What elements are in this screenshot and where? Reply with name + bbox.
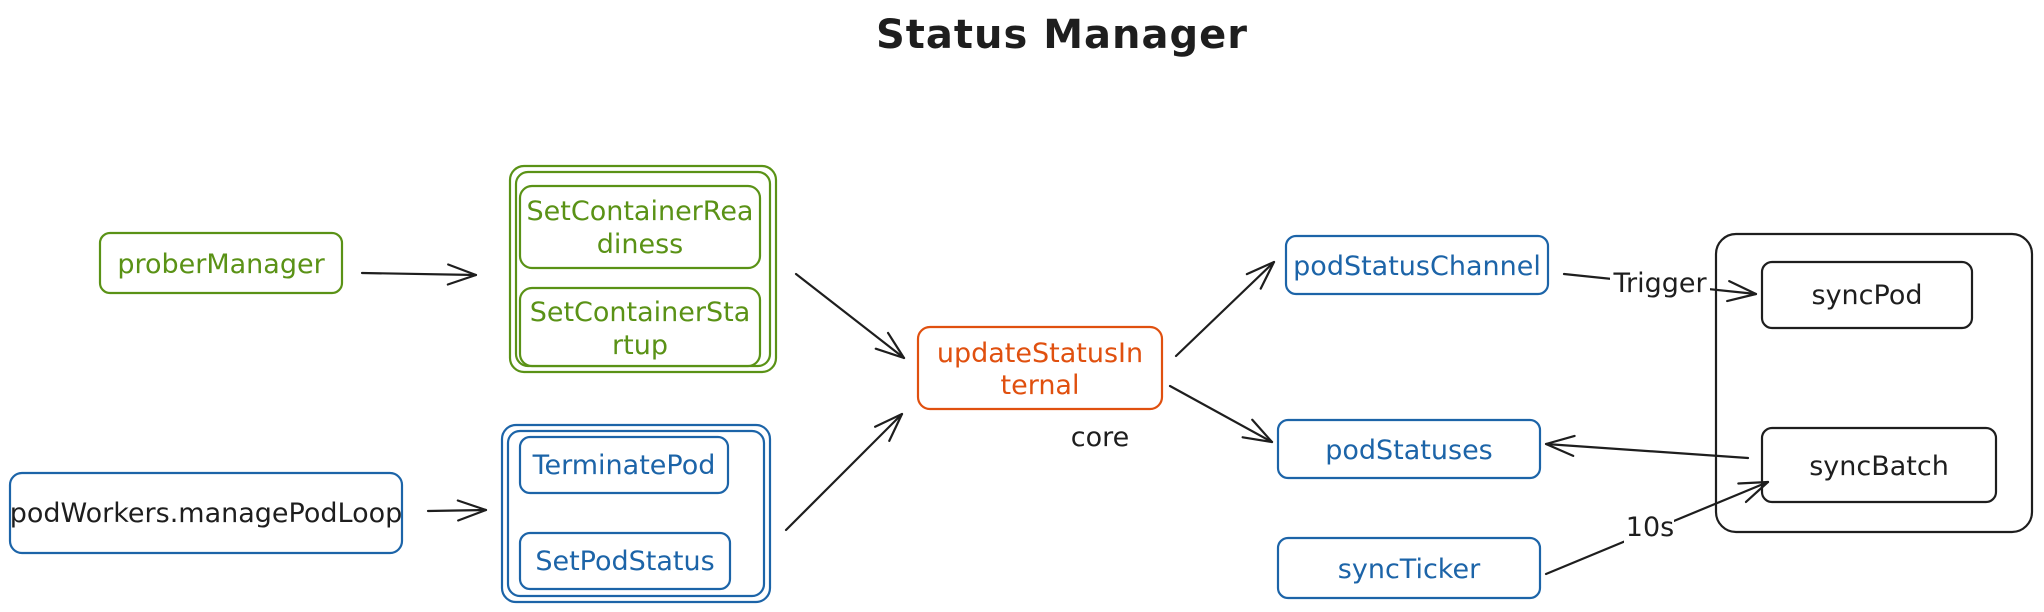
sync-pod-label: syncPod [1812,280,1923,311]
arrow-update-to-channel [1174,260,1276,358]
pod-workers-label: podWorkers.managePodLoop [10,498,403,529]
set-container-readiness-label-1: SetContainerRea [527,196,754,227]
trigger-label: Trigger [1612,268,1707,299]
trigger-label-backing [1610,268,1710,300]
update-status-internal-node [916,325,1164,411]
prober-manager-label: proberManager [117,249,325,280]
set-pod-status-node [518,531,732,591]
container-status-group: SetContainerRea diness SetContainerSta r… [508,164,778,374]
set-container-readiness-node [518,184,762,270]
pod-workers-node [8,471,404,555]
arrow-podstatus-to-update [784,412,904,532]
prober-manager-node [98,231,344,295]
arrow-prober-to-container [360,263,478,286]
update-status-internal-label-2: ternal [1001,370,1080,401]
arrow-podworkers-to-podstatus [426,499,488,522]
sync-pod-node [1760,260,1974,330]
pod-status-channel-node [1284,234,1550,296]
sync-ticker-node [1276,536,1542,600]
terminate-pod-node [518,435,730,495]
pod-status-channel-label: podStatusChannel [1293,251,1541,282]
arrow-container-to-update [794,272,906,360]
arrow-syncbatch-to-statuses [1544,434,1750,460]
pod-statuses-label: podStatuses [1325,435,1493,466]
sync-batch-label: syncBatch [1809,451,1949,482]
set-pod-status-label: SetPodStatus [535,546,714,577]
sync-batch-node [1760,426,1998,504]
set-container-startup-node [518,286,762,368]
set-container-startup-label-1: SetContainerSta [530,297,751,328]
diagram-title: Status Manager [876,12,1248,58]
core-label: core [1071,422,1129,453]
set-container-startup-label-2: rtup [612,330,668,361]
interval-label-backing [1624,510,1674,544]
pod-statuses-node [1276,418,1542,480]
update-status-internal-label-1: updateStatusIn [937,338,1143,369]
arrow-update-to-statuses [1168,384,1274,444]
set-container-readiness-label-2: diness [597,229,684,260]
interval-label: 10s [1626,512,1674,543]
pod-status-group: TerminatePod SetPodStatus [500,423,772,604]
sync-ticker-label: syncTicker [1338,554,1481,585]
terminate-pod-label: TerminatePod [532,450,716,481]
